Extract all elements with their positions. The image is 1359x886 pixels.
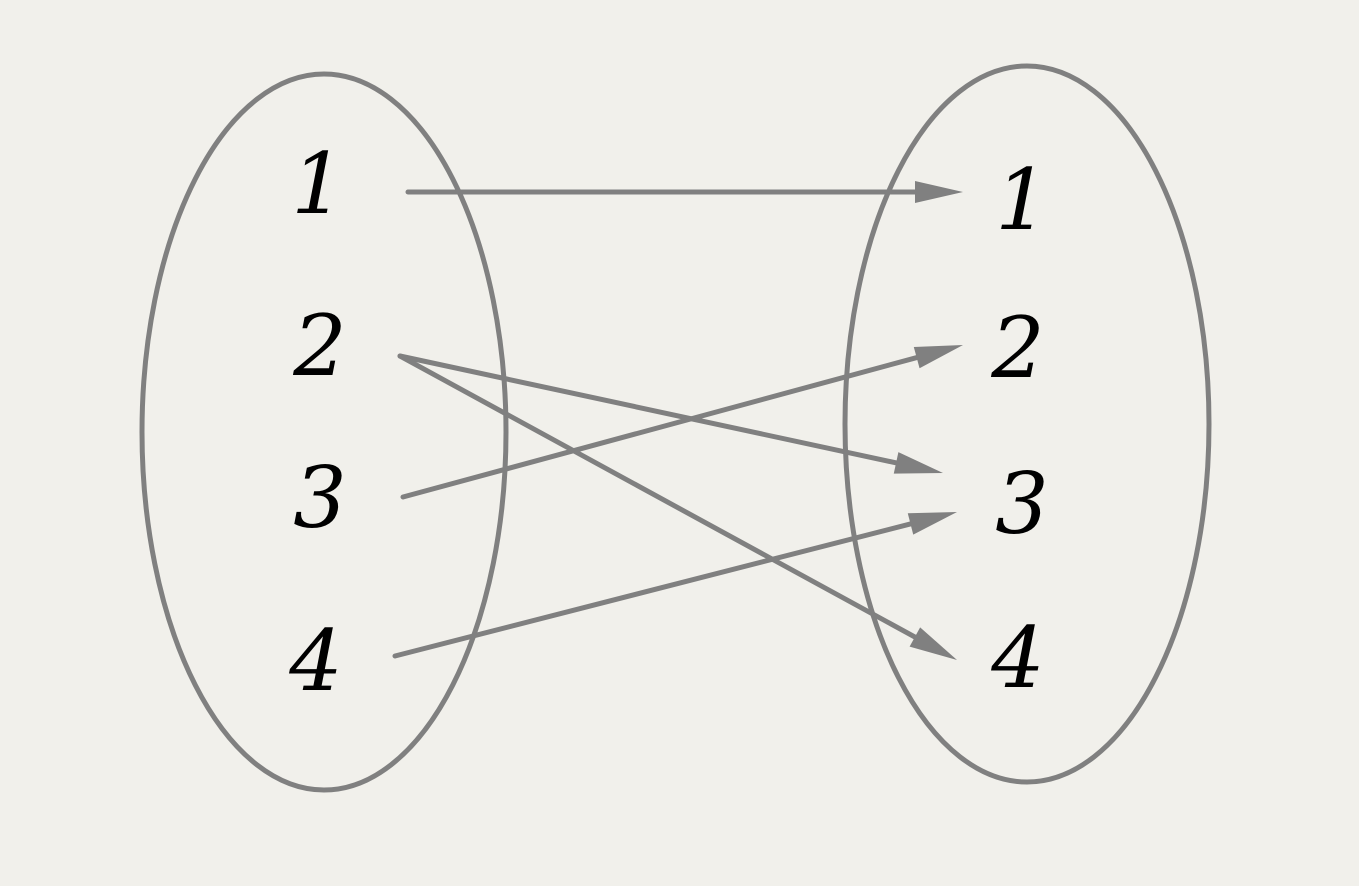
domain-element-label: 2 xyxy=(292,297,346,395)
codomain-element-label: 3 xyxy=(995,455,1048,553)
domain-element-label: 4 xyxy=(288,612,342,710)
mapping-arrow-3-to-2 xyxy=(400,354,924,500)
mapping-arrow-2-to-3 xyxy=(397,353,903,467)
domain-set-ellipse xyxy=(139,71,509,793)
codomain-set-ellipse xyxy=(842,63,1212,785)
domain-element-label: 3 xyxy=(293,449,346,547)
arrow-head xyxy=(915,181,963,203)
mapping-arrow-2-to-4 xyxy=(397,353,921,642)
codomain-element-label: 4 xyxy=(990,609,1044,707)
codomain-element-label: 1 xyxy=(995,151,1048,249)
mapping-arrows xyxy=(392,181,963,660)
codomain-element-label: 2 xyxy=(990,299,1044,397)
domain-element-label: 1 xyxy=(291,135,344,233)
arrow-head xyxy=(909,627,957,660)
arrow-head xyxy=(893,452,943,474)
mapping-arrow-4-to-3 xyxy=(392,520,917,659)
arrow-head xyxy=(913,345,963,369)
arrow-head xyxy=(907,512,957,535)
